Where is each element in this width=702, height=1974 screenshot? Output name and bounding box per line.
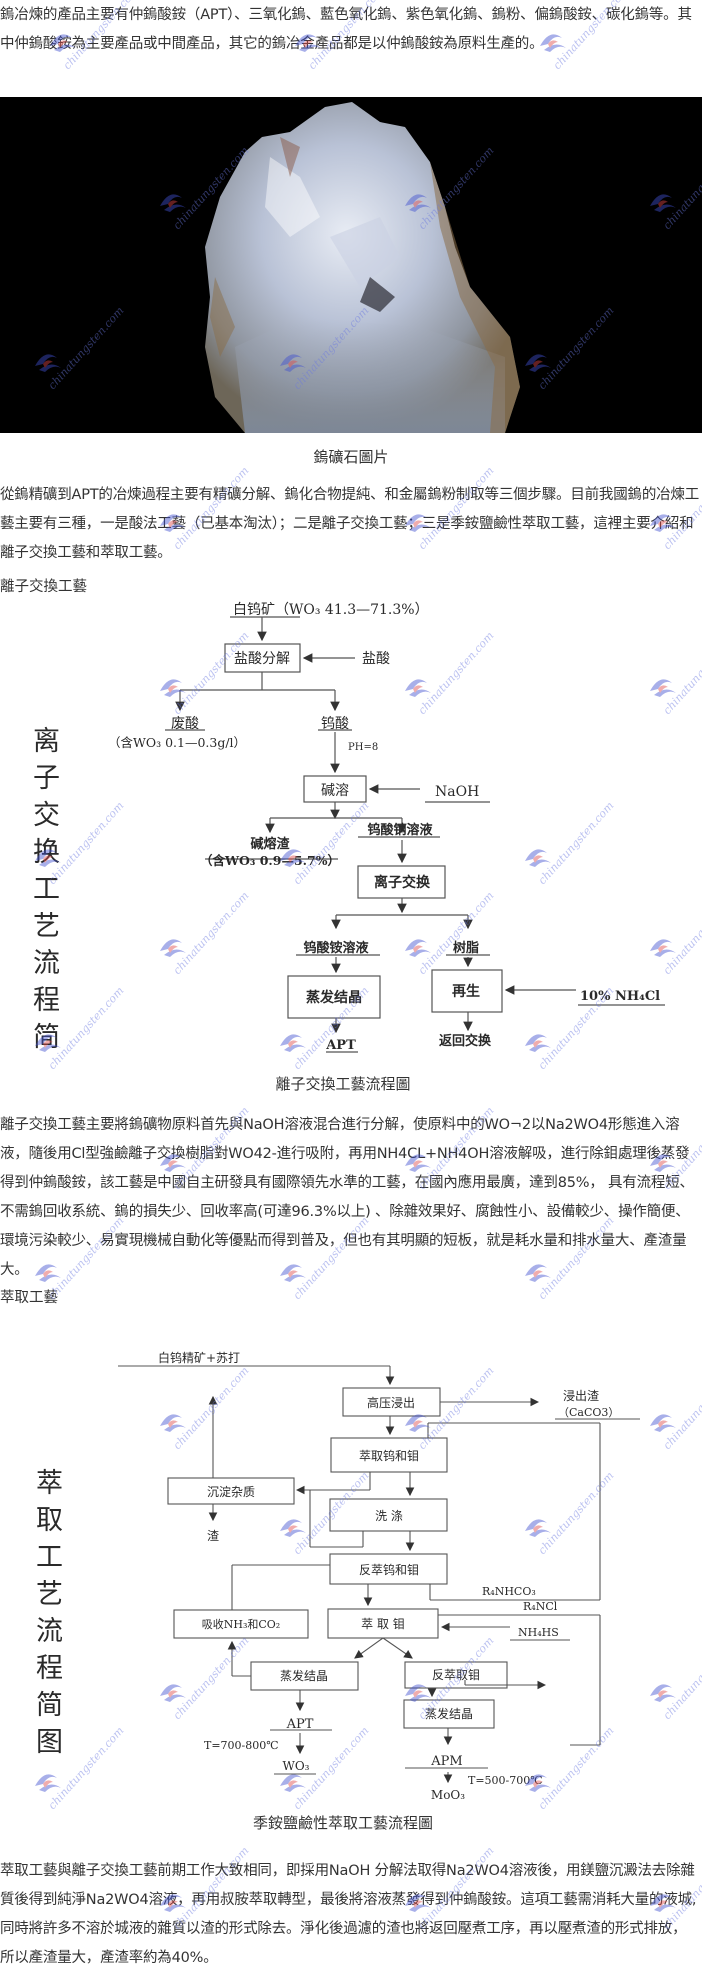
ion-ammonium-tungstate: 钨酸铵溶液 [303,940,368,956]
ext-leach-slag-note: （CaCO3） [558,1406,619,1419]
ion-ph-label: PH=8 [348,742,378,753]
ion-waste-acid: 废酸 [171,716,199,732]
ext-step-wash: 洗 涤 [375,1509,403,1523]
ion-waste-acid-note: （含WO₃ 0.1—0.3g/l） [108,735,246,750]
ext-r4ncl: R₄NCl [523,1600,558,1613]
ion-alkali-slag-note: （含WO₃ 0.9—5.7%） [200,853,340,868]
ion-resin: 树脂 [453,940,479,956]
ion-exchange-heading: 離子交換工藝 [0,579,87,595]
ore-photo-caption: 鎢礦石圖片 [313,448,389,466]
ext-step-extract-mo: 萃 取 钼 [361,1617,405,1631]
ext-input-label: 白钨精矿+苏打 [158,1350,240,1365]
ext-temp-apt: T=700-800℃ [204,1739,279,1752]
ion-step-evaporation: 蒸发结晶 [306,989,362,1006]
extraction-paragraph: 萃取工藝與離子交換工藝前期工作大致相同，即採用NaOH 分解法取得Na2WO4溶… [0,1863,697,1966]
ion-step-hcl: 盐酸分解 [234,651,290,667]
ion-step-regeneration: 再生 [452,983,480,1000]
intro-paragraph: 鎢冶煉的產品主要有仲鎢酸銨（APT）、三氧化鎢、藍色氧化鎢、紫色氧化鎢、鎢粉、偏… [0,7,692,52]
ext-apt-output: APT [286,1717,314,1732]
ext-step-precipitate: 沉淀杂质 [207,1485,255,1499]
extraction-heading: 萃取工藝 [0,1290,58,1306]
ext-step-leach: 高压浸出 [367,1395,415,1410]
ext-apm-output: APM [430,1754,462,1769]
ion-exchange-side-title: 离 子 交 换 工 艺 流 程 简 图 [33,726,69,1060]
ext-step-strip-w-mo: 反萃钨和钼 [359,1562,419,1577]
ext-step-absorb: 吸收NH₃和CO₂ [202,1617,280,1631]
ion-nh4cl-label: 10% NH₄Cl [580,989,660,1004]
overview-paragraph: 從鎢精礦到APT的冶煉過程主要有精礦分解、鎢化合物提純、和金屬鎢粉制取等三個步驟… [0,487,700,561]
ion-step-ion-exchange: 离子交换 [374,874,431,891]
ion-sodium-tungstate: 钨酸钠溶液 [367,822,432,838]
ext-r4nhco3: R₄NHCO₃ [482,1585,536,1598]
ion-tungstic-acid: 钨酸 [321,716,349,732]
ion-exchange-flow-diagram: 离 子 交 换 工 艺 流 程 简 图 白钨矿（WO₃ 41.3—71.3%） … [0,600,702,1090]
tungsten-ore-photo [0,97,702,433]
extraction-side-title: 萃 取 工 艺 流 程 简 图 [36,1468,72,1758]
ion-exchange-diagram-caption: 離子交換工藝流程圖 [275,1075,411,1093]
ext-leach-slag: 浸出渣 [563,1389,599,1403]
ext-step-evaporation: 蒸发结晶 [280,1668,328,1683]
ion-apt-output: APT [325,1038,356,1053]
ion-naoh-label: NaOH [435,784,479,800]
ext-moo3-output: MoO₃ [431,1788,465,1800]
ion-exchange-paragraph: 離子交換工藝主要將鎢礦物原料首先與NaOH溶液混合進行分解，使原料中的WO¬2以… [0,1117,694,1278]
extraction-diagram-caption: 季銨鹽鹼性萃取工藝流程圖 [252,1814,433,1832]
ion-hcl-label: 盐酸 [362,651,390,667]
ion-return-exchange: 返回交换 [439,1033,492,1049]
ion-input-label: 白钨矿（WO₃ 41.3—71.3%） [233,602,429,618]
ion-step-alkali: 碱溶 [321,783,349,799]
ext-wo3-output: WO₃ [283,1759,310,1773]
ext-step-strip-mo: 反萃取钼 [432,1668,480,1682]
extraction-flow-diagram: 萃 取 工 艺 流 程 简 图 白钨精矿+苏打 高压浸出 浸出渣 （CaCO3）… [0,1310,702,1802]
ion-alkali-slag: 碱熔渣 [250,836,290,852]
ext-step-extract-w-mo: 萃取钨和钼 [359,1448,419,1463]
ext-step-evaporation-2: 蒸发结晶 [425,1706,473,1721]
ext-nh4hs: NH₄HS [518,1626,559,1639]
ext-temp-apm: T=500-700℃ [468,1774,543,1787]
ext-slag: 渣 [207,1529,219,1543]
